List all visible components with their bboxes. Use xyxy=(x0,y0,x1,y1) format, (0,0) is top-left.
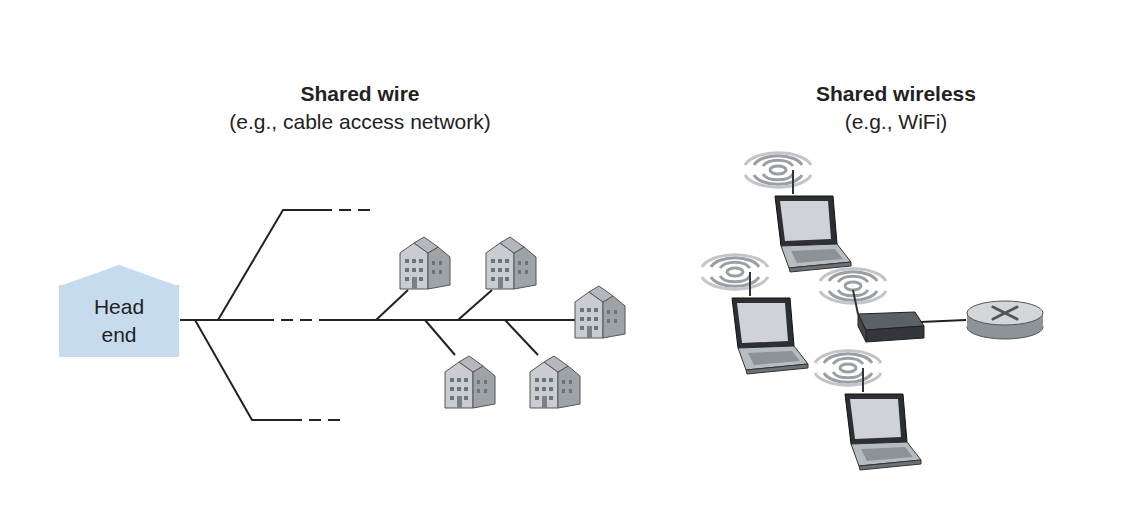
head-end-building: Head end xyxy=(57,265,181,357)
section-subheading: (e.g., WiFi) xyxy=(845,110,948,134)
router-symbol xyxy=(967,301,1043,339)
node-label: Head end xyxy=(94,293,144,349)
houses xyxy=(400,237,625,408)
access-point xyxy=(853,290,966,342)
section-heading: Shared wireless xyxy=(816,82,976,106)
section-heading: Shared wire xyxy=(300,82,419,106)
wifi-waves xyxy=(702,153,886,385)
cable-wires xyxy=(180,210,580,420)
section-subheading: (e.g., cable access network) xyxy=(229,110,490,134)
